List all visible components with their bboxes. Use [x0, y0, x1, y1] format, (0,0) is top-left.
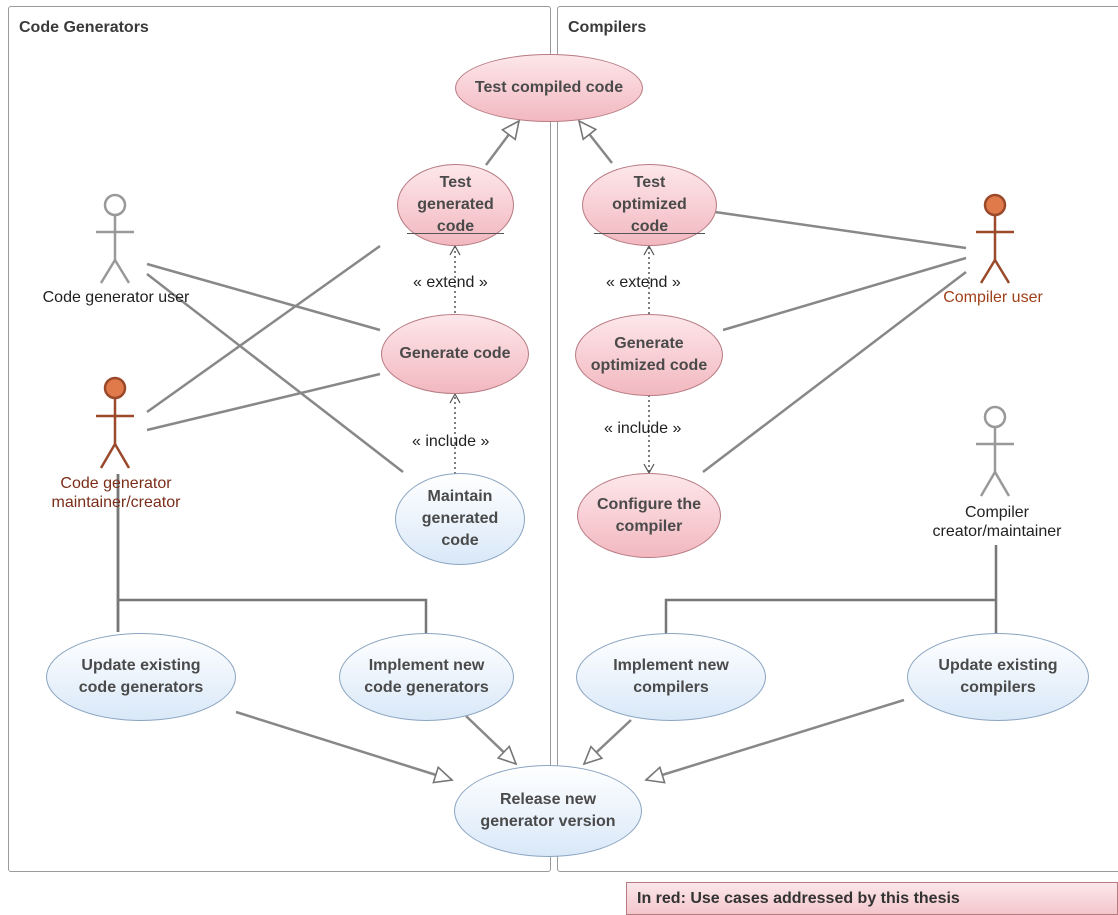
- association-user-maintain: [146, 273, 404, 473]
- test-generated-code-usecase: Test generated code: [397, 164, 514, 246]
- test-optimized-code-usecase: Test optimized code: [582, 164, 717, 246]
- association-compiler-test: [714, 210, 967, 250]
- compilers-title: Compilers: [568, 19, 647, 36]
- compilers-frame: Compilers: [557, 6, 1118, 872]
- code-generator-user-label: Code generator user: [42, 289, 190, 306]
- association-maintainer-test: [146, 244, 381, 414]
- compiler-creator-label: Compiler creator/maintainer: [932, 504, 1062, 540]
- configure-compiler-usecase: Configure the compiler: [577, 473, 721, 558]
- update-code-generators-usecase: Update existing code generators: [46, 633, 236, 721]
- compiler-user-actor: [976, 193, 1014, 284]
- association-user-generate: [146, 262, 381, 332]
- compiler-creator-tree: [664, 545, 998, 634]
- association-maintainer-generate: [146, 372, 381, 432]
- legend: In red: Use cases addressed by this thes…: [626, 882, 1118, 915]
- generate-code-usecase: Generate code: [381, 314, 529, 394]
- compiler-user-label: Compiler user: [943, 289, 1043, 306]
- test-compiled-code-usecase: Test compiled code: [455, 54, 643, 122]
- extend-label-left: « extend »: [413, 274, 488, 291]
- include-label-left: « include »: [412, 433, 490, 450]
- code-generator-maintainer-label: Code generator maintainer/creator: [51, 475, 181, 511]
- update-compilers-usecase: Update existing compilers: [907, 633, 1089, 721]
- association-compiler-configure: [702, 271, 967, 473]
- generalization-test-optimized: [577, 119, 613, 164]
- extend-label-right: « extend »: [606, 274, 681, 291]
- release-generator-version-usecase: Release new generator version: [454, 765, 642, 857]
- code-generator-maintainer-actor: [96, 376, 134, 469]
- maintainer-tree-paths: [116, 474, 428, 634]
- implement-code-generators-usecase: Implement new code generators: [339, 633, 514, 721]
- generalization-implement-compilers: [582, 719, 632, 766]
- maintain-generated-code-usecase: Maintain generated code: [395, 473, 525, 565]
- generalization-update-compilers: [644, 698, 905, 784]
- legend-text: In red: Use cases addressed by this thes…: [637, 890, 960, 907]
- generate-optimized-code-usecase: Generate optimized code: [575, 314, 723, 396]
- generalization-test-generated: [485, 119, 521, 166]
- association-compiler-generate: [722, 256, 967, 332]
- implement-compilers-usecase: Implement new compilers: [576, 633, 766, 721]
- code-generators-title: Code Generators: [19, 19, 149, 36]
- generalization-implement-generators: [465, 715, 518, 766]
- generalization-update-generators: [235, 710, 454, 784]
- compiler-creator-actor: [976, 405, 1014, 497]
- code-generators-frame: Code Generators: [8, 6, 551, 872]
- code-generator-user-actor: [96, 193, 134, 284]
- include-label-right: « include »: [604, 420, 682, 437]
